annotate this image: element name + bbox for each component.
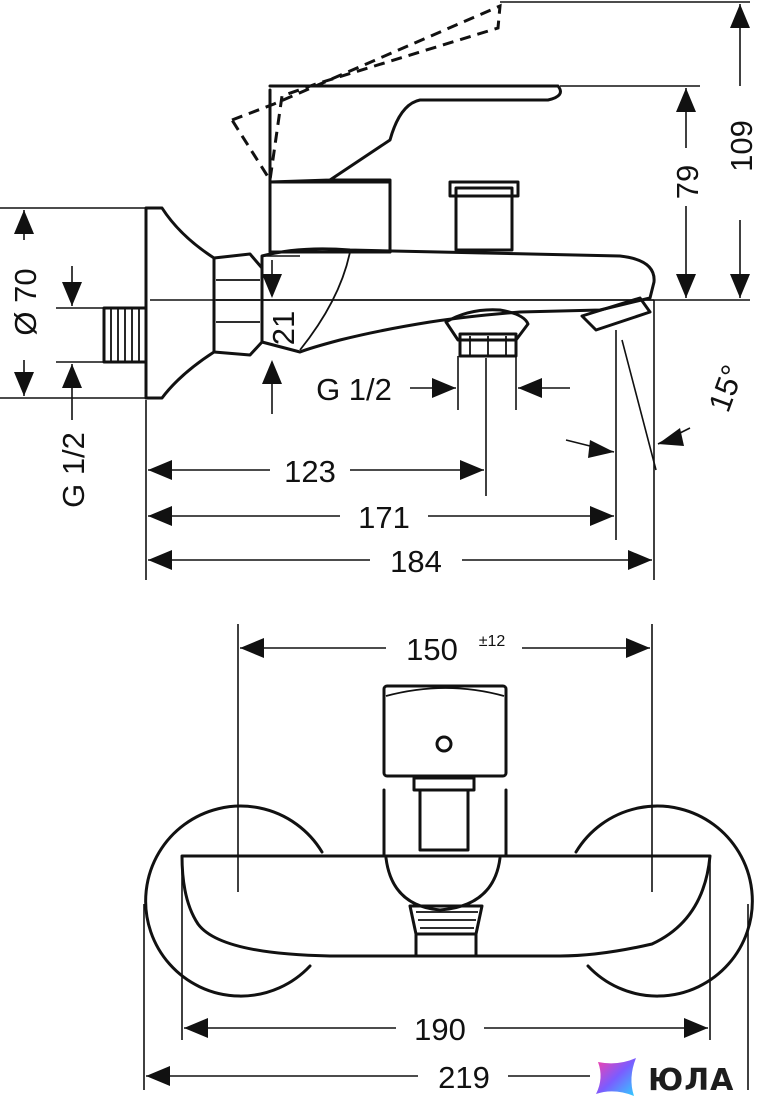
dim-190: 190 [414,1012,466,1047]
dim-123: 123 [284,454,336,489]
bottom-diverter [444,308,530,342]
mixer-body [260,247,656,354]
body-top [180,854,712,958]
watermark-text: ЮЛА [648,1063,734,1098]
dim-21: 21 [266,311,301,345]
left-rosette [144,804,324,998]
cartridge-housing [268,180,392,254]
wall-flange [144,206,216,400]
lever-raised-outline [229,3,502,185]
right-rosette [574,804,754,998]
dim-150: 150 [406,632,458,667]
dim-171: 171 [358,500,410,535]
dim-diameter-70: Ø 70 [8,268,43,335]
spout-outlet [580,296,652,332]
top-view: 150 ±12 190 219 [143,624,754,1095]
connector-nut [212,252,264,357]
diverter-knob [454,186,514,252]
side-view: 109 79 Ø 70 G 1/2 21 G 1/2 [0,1,759,580]
handle-screw [435,735,453,753]
dim-150-tolerance: ±12 [479,633,506,650]
dim-184: 184 [390,544,442,579]
dim-79: 79 [670,165,705,199]
watermark-logo: ЮЛА [596,1058,734,1098]
lever-handle [268,84,562,184]
dim-109: 109 [724,120,759,172]
dim-thread-bottom: G 1/2 [316,372,392,407]
handle-top [382,684,508,778]
yula-star-icon [596,1058,636,1096]
dim-thread-left: G 1/2 [56,432,91,508]
dim-219: 219 [438,1060,490,1095]
dim-angle-15: 15° [702,360,751,416]
